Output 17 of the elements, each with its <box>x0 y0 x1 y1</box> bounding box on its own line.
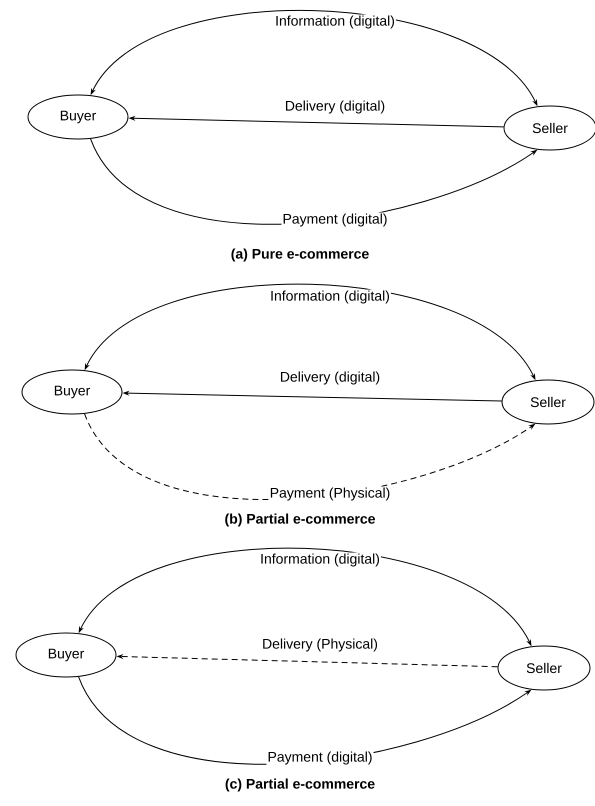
edge-label: Information (digital) <box>274 14 396 30</box>
edge-label: Delivery (digital) <box>278 370 382 386</box>
ellipse-node: Buyer <box>28 94 128 140</box>
ellipse-node: Seller <box>498 646 590 690</box>
edge-label: Delivery (Physical) <box>261 637 379 653</box>
edge-label: Information (digital) <box>269 289 391 305</box>
ellipse-node: Buyer <box>16 632 116 678</box>
figure-caption: (a) Pure e-commerce <box>231 248 369 262</box>
edge-label: Information (digital) <box>259 552 381 568</box>
edge-label: Payment (digital) <box>266 750 374 766</box>
edge-label: Payment (Physical) <box>268 486 392 502</box>
ellipse-node: Buyer <box>22 370 122 414</box>
edge-label: Payment (digital) <box>281 212 389 228</box>
figure-caption: (c) Partial e-commerce <box>226 778 375 792</box>
figure-caption: (b) Partial e-commerce <box>225 513 375 527</box>
ellipse-node: Seller <box>502 380 594 424</box>
edge-label: Delivery (digital) <box>284 99 386 115</box>
